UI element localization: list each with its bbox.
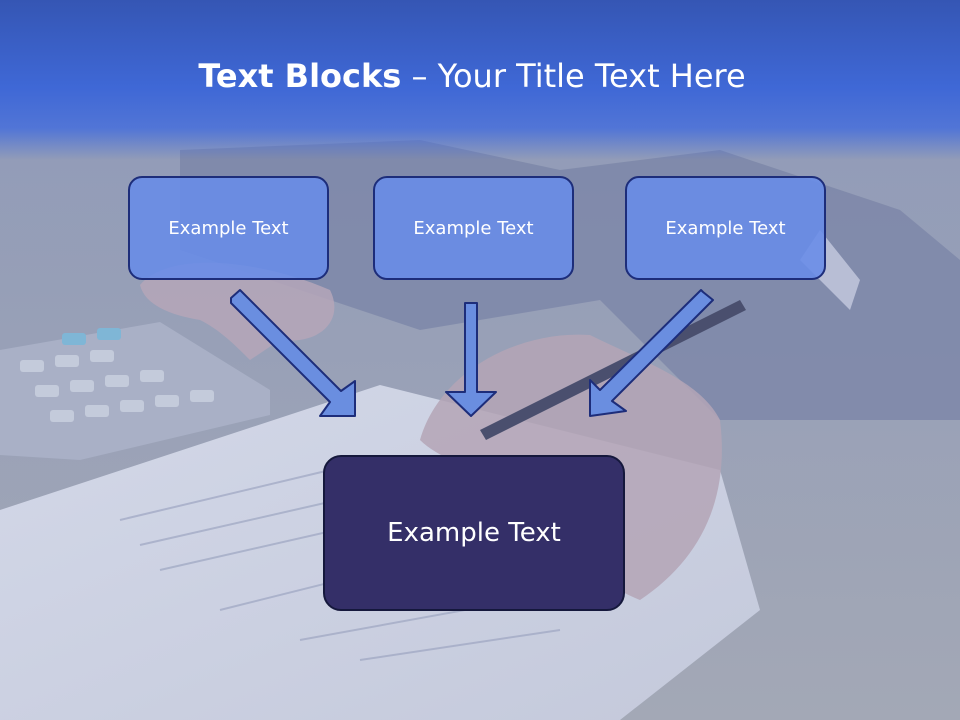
- main-text-block-label: Example Text: [387, 518, 561, 548]
- text-block-1: Example Text: [128, 176, 329, 280]
- text-block-3-label: Example Text: [665, 217, 786, 239]
- arrow-down-right: [230, 289, 356, 417]
- text-block-2-label: Example Text: [413, 217, 534, 239]
- text-block-2: Example Text: [373, 176, 574, 280]
- arrow-down: [445, 302, 497, 417]
- slide-title-bold: Text Blocks: [198, 57, 402, 95]
- slide-title: Text Blocks – Your Title Text Here: [0, 54, 944, 98]
- arrow-down-left: [589, 289, 714, 417]
- main-text-block: Example Text: [323, 455, 625, 611]
- text-block-1-label: Example Text: [168, 217, 289, 239]
- slide-title-rest: – Your Title Text Here: [401, 57, 746, 95]
- text-block-3: Example Text: [625, 176, 826, 280]
- title-band: [0, 0, 960, 160]
- pen: [480, 300, 746, 440]
